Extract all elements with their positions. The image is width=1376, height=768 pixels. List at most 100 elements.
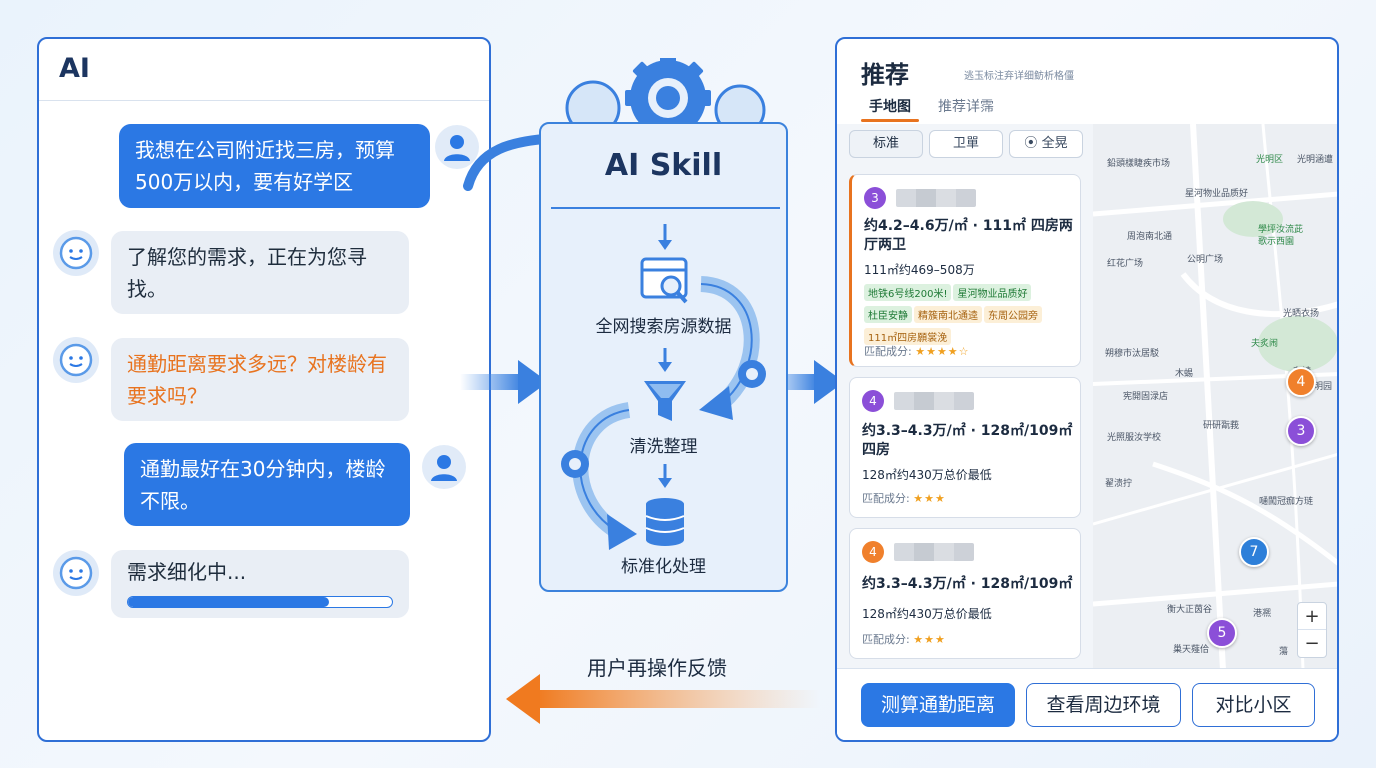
feedback-label: 用户再操作反馈: [587, 656, 727, 680]
map-label: 星河物业品质好: [1185, 189, 1249, 199]
listing-card[interactable]: 4 约3.3–4.3万/㎡ · 128㎡/109㎡ 128㎡约430万总价最低 …: [849, 528, 1081, 659]
map-label: 翟溃拧: [1105, 479, 1133, 489]
map-marker[interactable]: 3: [1286, 416, 1316, 446]
card-detail: 128㎡约430万总价最低: [862, 607, 992, 621]
target-icon: ⦿: [1024, 136, 1042, 151]
chat-message-bot: 了解您的需求，正在为您寻找。: [111, 231, 409, 314]
blurred-name: [896, 189, 976, 207]
chat-message-bot-progress: 需求细化中...: [111, 550, 409, 618]
tag: 111㎡四房願裳浼: [864, 328, 952, 345]
chat-message-user: 通勤最好在30分钟内，楼龄不限。: [124, 443, 410, 526]
card-rating: 匹配成分: ★★★: [862, 490, 946, 506]
action-bar: 测算通勤距离 查看周边环境 对比小区: [837, 668, 1337, 740]
map-label: 木蜴: [1175, 369, 1194, 379]
commute-calc-button[interactable]: 测算通勤距离: [861, 683, 1015, 727]
card-price: 约3.3–4.3万/㎡ · 128㎡/109㎡ 四房: [862, 423, 1073, 458]
filter-satellite[interactable]: 卫單: [929, 130, 1003, 158]
map-label: 研研翫莪: [1203, 421, 1240, 431]
ai-skill-panel: AI Skill: [539, 122, 788, 592]
map-label: 光照服汝学校: [1107, 433, 1162, 443]
tab-underline: [861, 119, 919, 122]
map-view[interactable]: 鉛頭樣睫疾市场 光明区 光明涵遭 星河物业品质好 周泡南北通 學坪汝流茈 歌示西…: [1093, 124, 1337, 670]
card-price: 约3.3–4.3万/㎡ · 128㎡/109㎡: [862, 576, 1073, 592]
tag: 杜臣安静: [864, 306, 912, 323]
recommend-subtitle: 逃玉标注弃详细鲂析格僵: [964, 71, 1074, 82]
filter-standard[interactable]: 标准: [849, 130, 923, 158]
card-price: 约4.2–4.6万/㎡ · 111㎡ 四房两厅两卫: [864, 218, 1073, 253]
map-marker[interactable]: 4: [1286, 367, 1316, 397]
progress-bar: [127, 596, 393, 608]
bot-avatar: [53, 337, 99, 383]
map-label: 嗵闖冠痂方琏: [1259, 497, 1314, 507]
skill-flow: [561, 224, 766, 550]
card-rating: 匹配成分: ★★★: [862, 631, 946, 647]
filter-all[interactable]: ⦿ 全晃: [1009, 130, 1083, 158]
map-marker[interactable]: 5: [1207, 618, 1237, 648]
blurred-name: [894, 392, 974, 410]
zoom-out-button[interactable]: −: [1304, 633, 1320, 654]
user-avatar: [422, 445, 466, 489]
progress-fill: [128, 597, 329, 607]
card-detail: 111㎡约469–508万: [864, 263, 975, 277]
skill-step-clean: 清洗整理: [629, 437, 698, 457]
map-label: 學坪汝流茈: [1258, 225, 1304, 235]
skill-title: AI Skill: [604, 148, 723, 183]
map-label: 朔穆市汰居駁: [1105, 349, 1160, 359]
tab-details[interactable]: 推荐详霈: [938, 99, 994, 115]
rating-stars: ★★★★☆: [915, 345, 970, 358]
skill-step-normalize: 标准化处理: [621, 557, 706, 577]
map-label: 鉛頭樣睫疾市场: [1107, 159, 1171, 169]
bot-face-icon: [59, 556, 93, 590]
map-label: 光晒衣扬: [1283, 309, 1320, 319]
compare-community-button[interactable]: 对比小区: [1192, 683, 1315, 727]
arrow-chat-to-skill-shaft: [460, 374, 522, 390]
bot-avatar: [53, 230, 99, 276]
gears-icon: [565, 58, 766, 128]
map-label: 光明区: [1256, 155, 1284, 165]
listing-list: 标准 卫單 ⦿ 全晃 3 约4.2–4.6万/㎡ · 111㎡ 四房两厅两卫 1…: [837, 124, 1093, 670]
user-icon: [431, 455, 457, 481]
bot-avatar: [53, 550, 99, 596]
map-label: 夫炙闹: [1251, 339, 1279, 349]
chat-title: AI: [39, 39, 489, 101]
card-tags: 地铁6号线200米!星河物业品质好 杜臣安静精簇南北通逵东周公园旁 111㎡四房…: [864, 282, 1076, 348]
map-label: 红花广场: [1107, 259, 1144, 269]
listing-card[interactable]: 3 约4.2–4.6万/㎡ · 111㎡ 四房两厅两卫 111㎡约469–508…: [849, 174, 1081, 367]
map-roads: [1093, 124, 1337, 670]
card-rating: 匹配成分: ★★★★☆: [864, 343, 970, 359]
recommend-title: 推荐: [861, 61, 909, 89]
rating-label: 匹配成分:: [864, 345, 912, 358]
map-label: 公明广场: [1187, 255, 1224, 265]
map-label: 蕩: [1279, 647, 1289, 657]
tab-map[interactable]: 手地图: [869, 99, 911, 115]
map-label: 歌示西園: [1258, 237, 1295, 247]
map-label: 巢天薤佮: [1173, 645, 1210, 655]
web-search-icon: [640, 257, 688, 304]
chat-message-user: 我想在公司附近找三房，预算500万以内，要有好学区: [119, 124, 430, 208]
rating-label: 匹配成分:: [862, 492, 910, 505]
map-label: 宪開固渌店: [1123, 392, 1169, 402]
small-gear-icon: [738, 360, 766, 388]
map-label: 衡大正茵谷: [1167, 605, 1213, 615]
progress-text: 需求细化中...: [127, 560, 247, 584]
map-zoom-controls: + −: [1297, 602, 1327, 658]
map-label: 光明涵遭: [1297, 155, 1334, 165]
database-icon: [645, 498, 685, 546]
view-surroundings-button[interactable]: 查看周边环境: [1026, 683, 1181, 727]
map-marker[interactable]: 7: [1239, 537, 1269, 567]
card-detail: 128㎡约430万总价最低: [862, 468, 992, 482]
arrow-chat-to-skill-head: [518, 360, 548, 404]
funnel-icon: [644, 381, 686, 421]
user-avatar: [435, 125, 479, 169]
bot-face-icon: [59, 343, 93, 377]
map-label: 宪明园: [1305, 382, 1333, 392]
map-label: 港凞: [1253, 609, 1272, 619]
tag: 星河物业品质好: [953, 284, 1032, 301]
tag: 地铁6号线200米!: [864, 284, 952, 301]
rating-label: 匹配成分:: [862, 633, 910, 646]
listing-card[interactable]: 4 约3.3–4.3万/㎡ · 128㎡/109㎡ 四房 128㎡约430万总价…: [849, 377, 1081, 518]
skill-step-search: 全网搜索房源数据: [595, 317, 732, 337]
tag: 精簇南北通逵: [914, 306, 982, 323]
rank-badge: 3: [864, 187, 886, 209]
zoom-in-button[interactable]: +: [1298, 603, 1326, 630]
